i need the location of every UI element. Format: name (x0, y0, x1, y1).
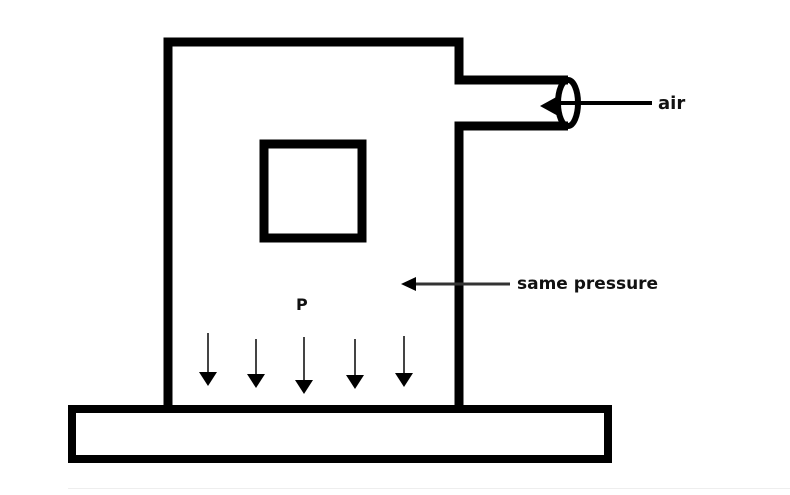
air-label: air (658, 93, 685, 114)
pressure-arrow-head (199, 372, 217, 386)
pressure-arrows (199, 333, 413, 394)
chamber-wall (163, 37, 568, 409)
inner-object (259, 139, 367, 243)
pressure-arrow-head (247, 374, 265, 388)
pressure-arrow-head (395, 373, 413, 387)
pressure-note-arrow-head (401, 277, 416, 291)
pressure-arrow-head (346, 375, 364, 389)
pressure-arrow-head (295, 380, 313, 394)
same-pressure-label: same pressure (517, 274, 658, 294)
pressure-symbol-label: P (296, 295, 308, 314)
base-plate (68, 405, 612, 463)
air-arrow-head (540, 95, 560, 117)
footer-divider (68, 488, 790, 489)
